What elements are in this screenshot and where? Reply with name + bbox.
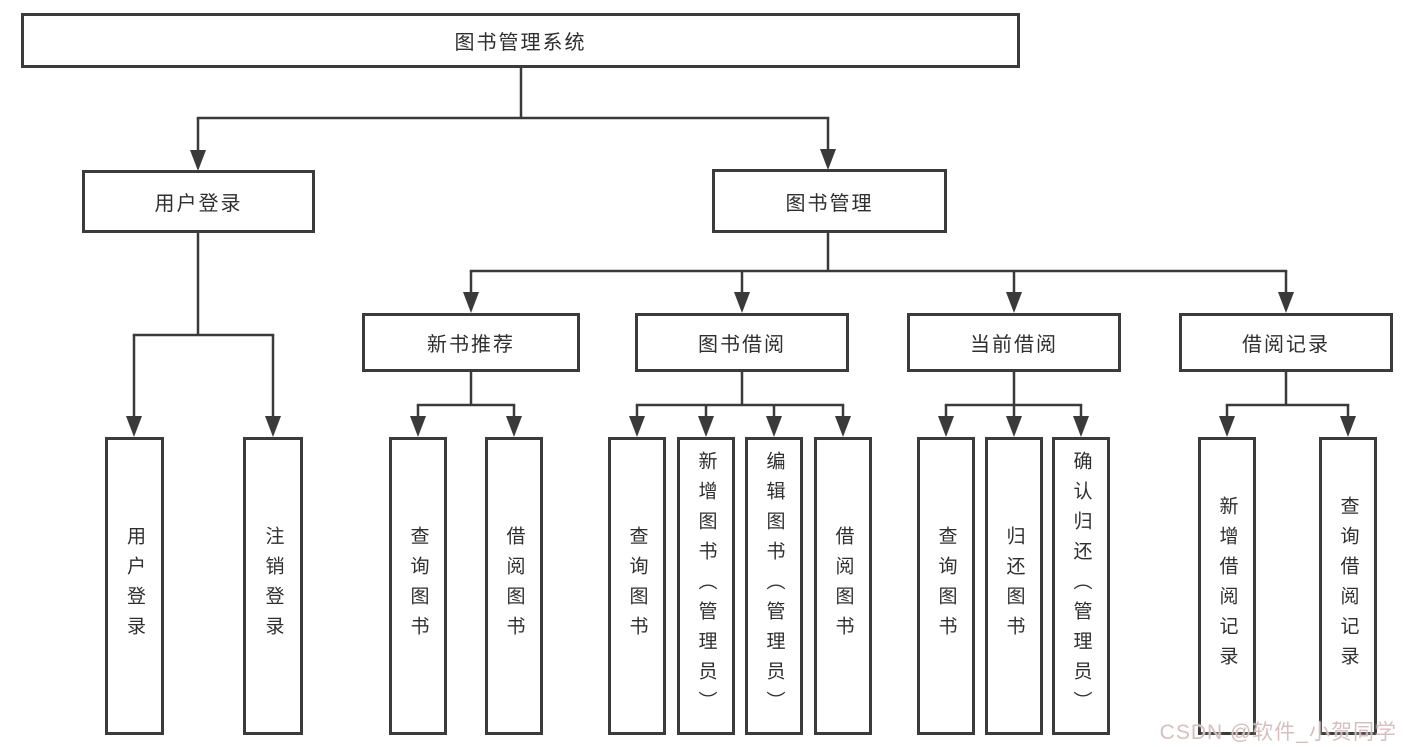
node-br-add-record: 新增借阅记录 [1198, 437, 1256, 735]
node-leaf-user-login: 用户登录 [105, 437, 164, 735]
node-bb-edit-book-admin: 编辑图书（管理员） [745, 437, 803, 735]
connector-current-borrow-branch [938, 372, 1089, 437]
node-cb-confirm-return-admin: 确认归还（管理员） [1052, 437, 1110, 735]
node-new-book-recommend: 新书推荐 [362, 313, 580, 372]
leaf-label: 新增图书（管理员） [695, 451, 717, 721]
node-br-query-record: 查询借阅记录 [1319, 437, 1377, 735]
node-nb-query-book: 查询图书 [389, 437, 447, 735]
csdn-watermark: CSDN @软件_小贺同学 [1159, 721, 1397, 744]
connector-root-to-level2 [190, 68, 836, 171]
connector-user-login-branch [126, 233, 281, 437]
node-cb-query-book: 查询图书 [917, 437, 975, 735]
connector-borrow-record-branch [1219, 372, 1356, 437]
node-book-borrow: 图书借阅 [635, 313, 849, 372]
node-borrow-record: 借阅记录 [1179, 313, 1393, 372]
leaf-label: 注销登录 [262, 526, 284, 646]
node-bb-borrow-book: 借阅图书 [814, 437, 872, 735]
node-leaf-logout: 注销登录 [243, 437, 303, 735]
node-bb-add-book-admin: 新增图书（管理员） [677, 437, 735, 735]
node-cb-return-book: 归还图书 [985, 437, 1043, 735]
leaf-label: 查询借阅记录 [1337, 496, 1359, 676]
leaf-label: 借阅图书 [832, 526, 854, 646]
leaf-label: 新增借阅记录 [1216, 496, 1238, 676]
node-current-borrow: 当前借阅 [907, 313, 1121, 372]
leaf-label: 查询图书 [935, 526, 957, 646]
leaf-label: 用户登录 [124, 526, 145, 646]
leaf-label: 查询图书 [407, 526, 429, 646]
leaf-label: 归还图书 [1003, 526, 1025, 646]
node-nb-borrow-book: 借阅图书 [485, 437, 543, 735]
node-root: 图书管理系统 [21, 13, 1020, 68]
node-bb-query-book: 查询图书 [608, 437, 666, 735]
node-user-login: 用户登录 [82, 170, 315, 233]
leaf-label: 借阅图书 [503, 526, 525, 646]
connector-new-book-branch [410, 372, 522, 437]
leaf-label: 编辑图书（管理员） [763, 451, 785, 721]
connector-book-borrow-branch [629, 372, 851, 437]
node-book-management: 图书管理 [712, 169, 947, 233]
leaf-label: 确认归还（管理员） [1070, 451, 1092, 721]
connector-book-management-branch [463, 233, 1294, 313]
leaf-label: 查询图书 [626, 526, 648, 646]
